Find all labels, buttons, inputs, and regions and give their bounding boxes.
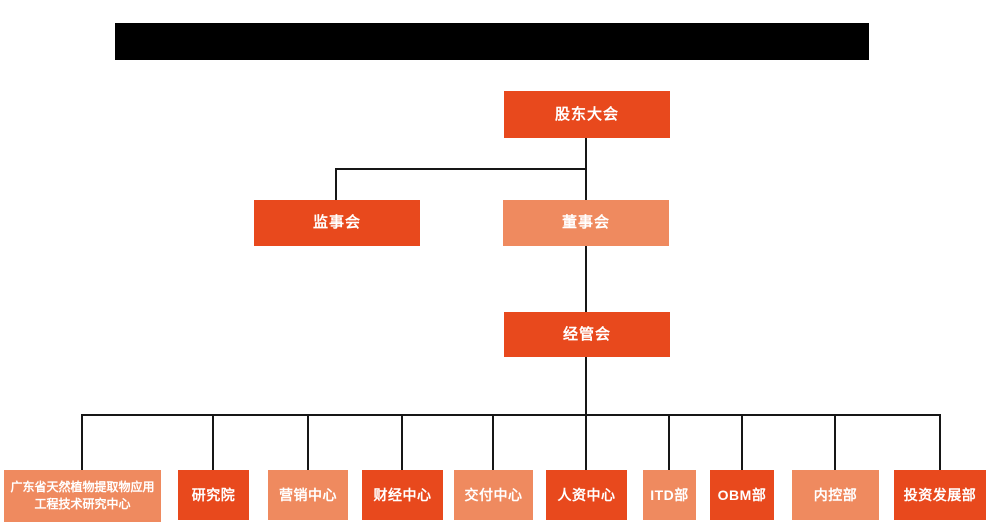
connector-drop-dept-3: [307, 414, 309, 470]
dept-obm: OBM部: [710, 470, 774, 520]
dept-itd: ITD部: [643, 470, 696, 520]
connector-drop-dept-4: [401, 414, 403, 470]
connector-drop-dept-1: [81, 414, 83, 470]
connector-drop-dept-9: [834, 414, 836, 470]
node-board-of-directors: 董事会: [503, 200, 669, 246]
dept-guangdong-research-center: 广东省天然植物提取物应用工程技术研究中心: [4, 470, 161, 522]
connector-drop-dept-7: [668, 414, 670, 470]
dept-delivery-center: 交付中心: [454, 470, 533, 520]
connector-drop-supervisory: [335, 168, 337, 200]
dept-internal-control: 内控部: [792, 470, 879, 520]
connector-drop-dept-8: [741, 414, 743, 470]
connector-board-to-management: [585, 245, 587, 313]
dept-research-institute: 研究院: [178, 470, 249, 520]
redacted-title-bar: [115, 23, 869, 60]
dept-finance-center: 财经中心: [362, 470, 443, 520]
connector-branch-supervisory: [336, 168, 587, 170]
connector-management-to-bus: [585, 356, 587, 416]
connector-drop-dept-6: [585, 414, 587, 470]
node-management-committee: 经管会: [504, 312, 670, 357]
dept-marketing-center: 营销中心: [268, 470, 348, 520]
connector-drop-dept-10: [939, 414, 941, 470]
dept-investment-development: 投资发展部: [894, 470, 986, 520]
connector-department-bus: [82, 414, 941, 416]
connector-drop-dept-5: [492, 414, 494, 470]
node-supervisory-board: 监事会: [254, 200, 420, 246]
dept-hr-center: 人资中心: [546, 470, 627, 520]
connector-drop-dept-2: [212, 414, 214, 470]
node-shareholders-meeting: 股东大会: [504, 91, 670, 138]
